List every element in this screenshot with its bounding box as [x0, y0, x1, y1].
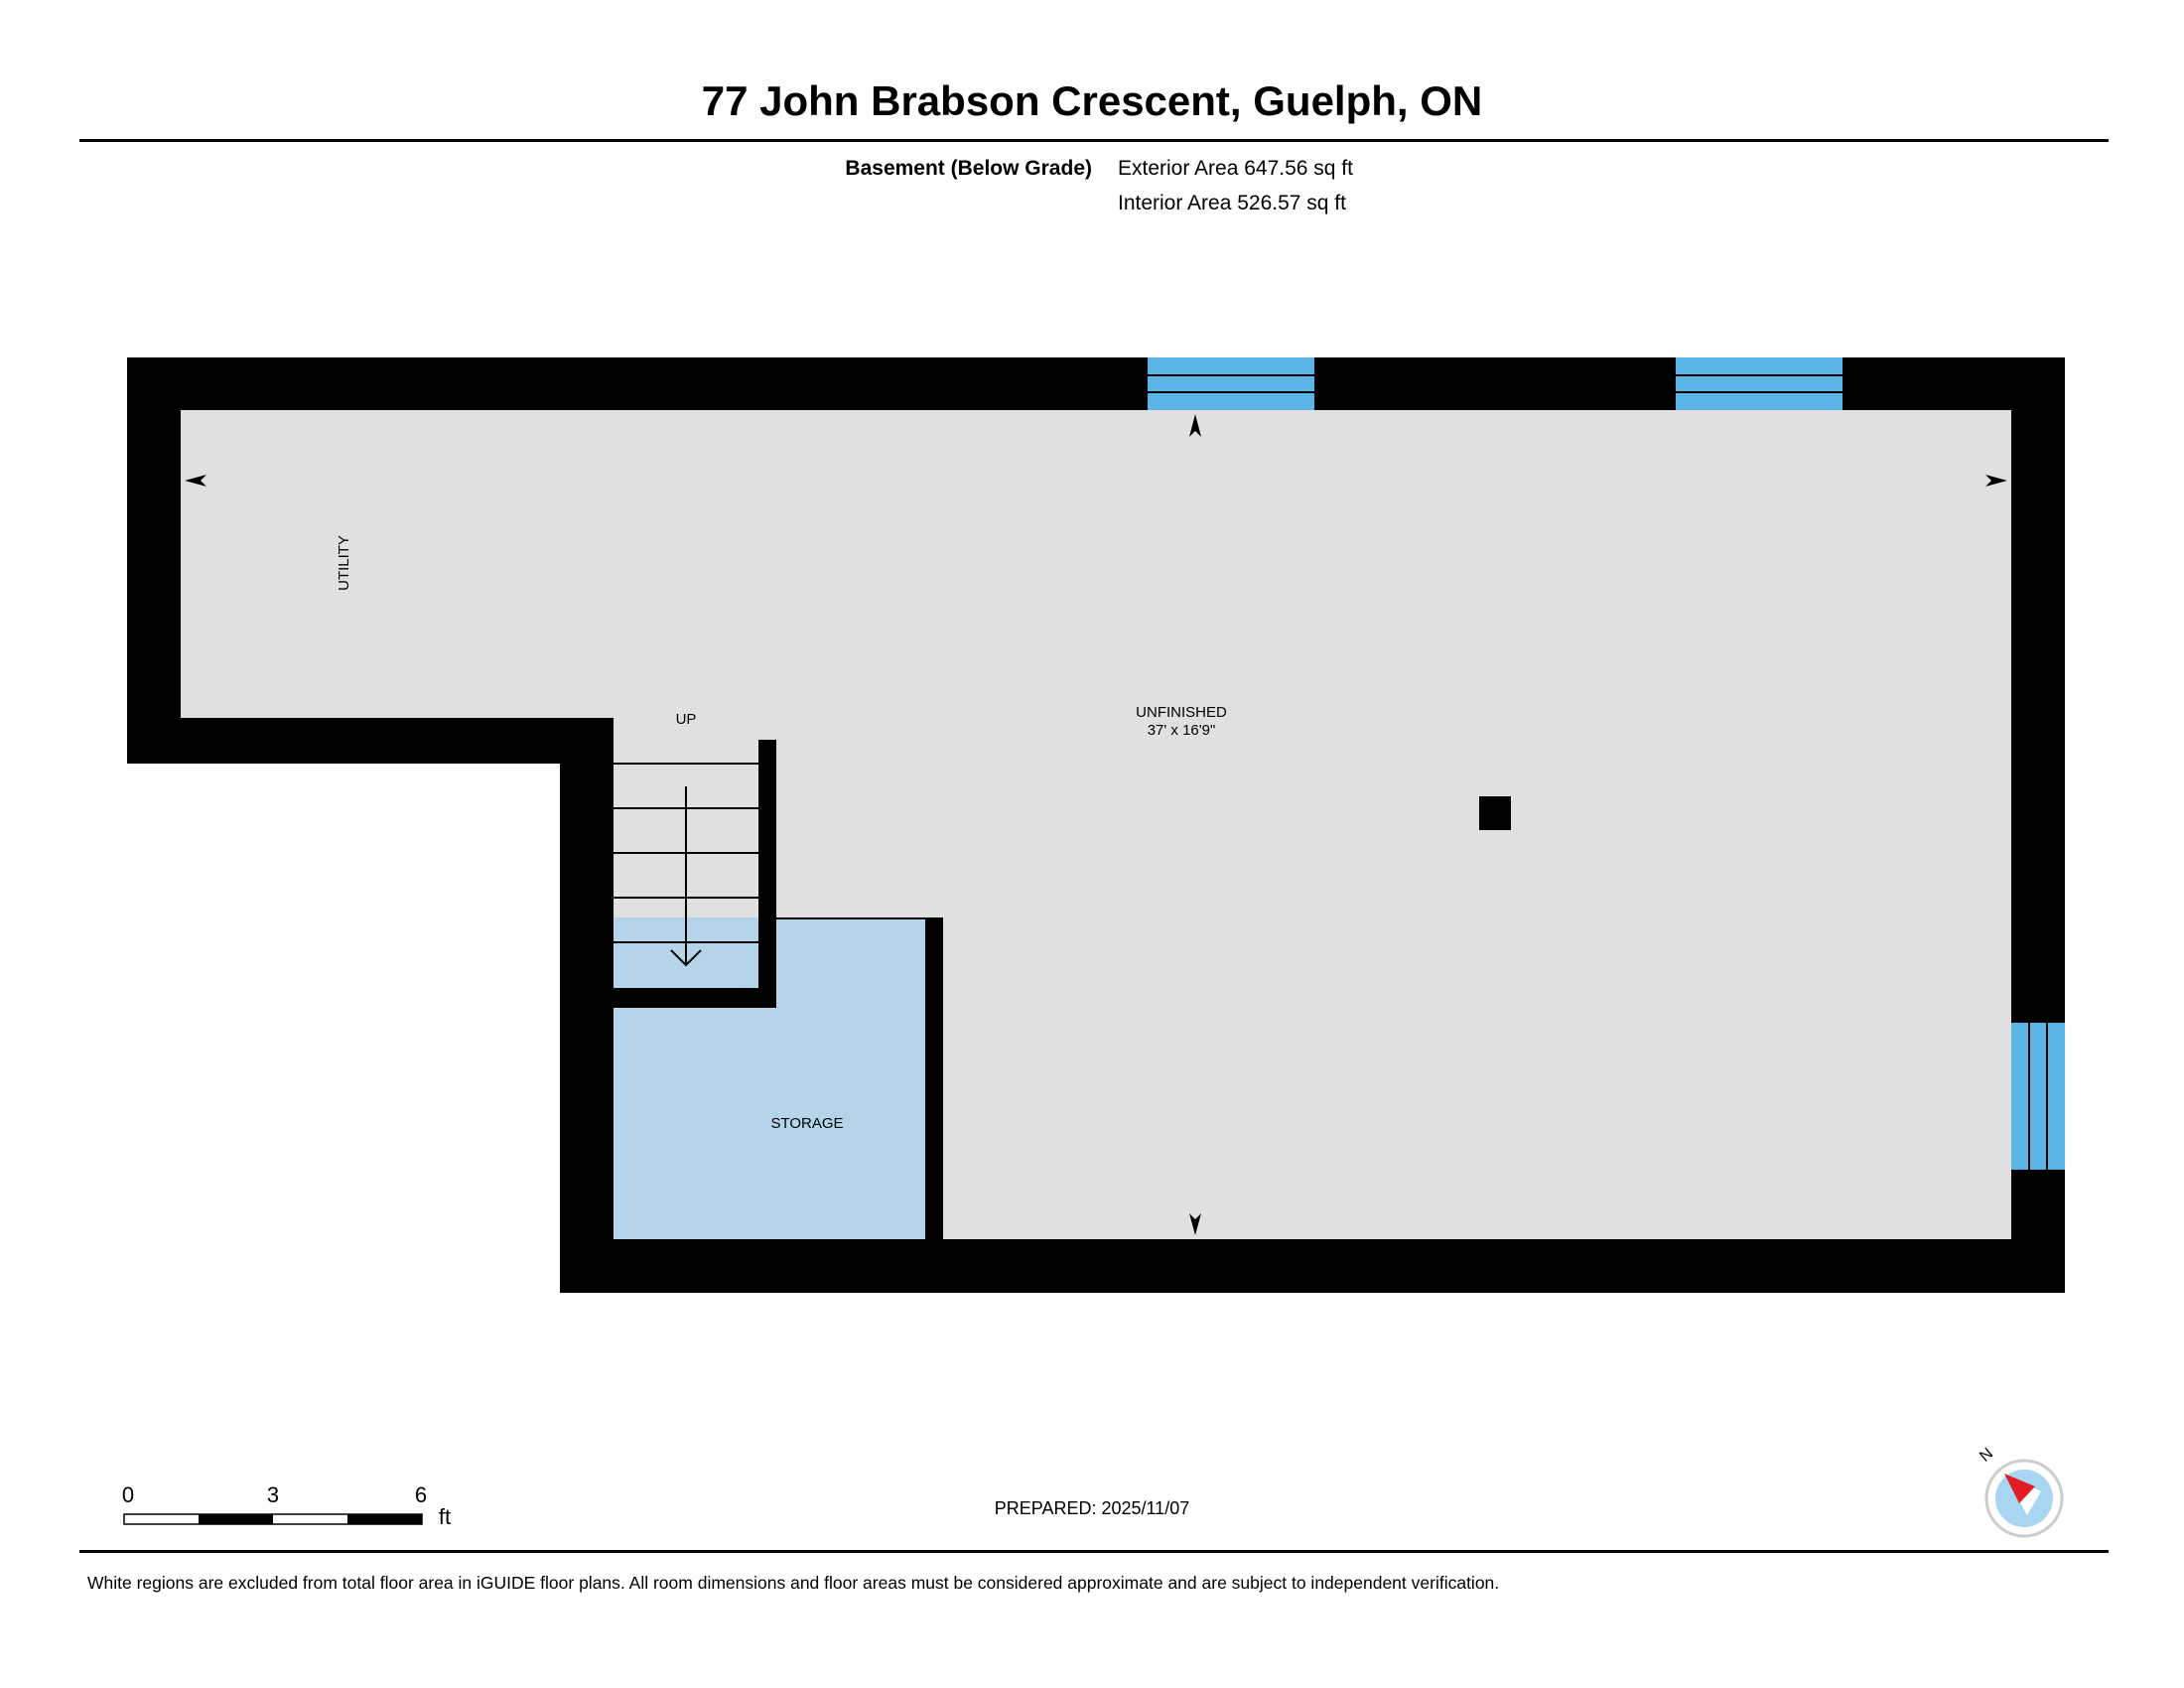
dimension-markers: [185, 414, 2007, 1235]
footer-divider: [79, 1550, 2109, 1553]
scale-label-6: 6: [415, 1482, 427, 1507]
scale-bar: 0 3 6 ft: [122, 1482, 451, 1529]
dimension-arrow-up-icon: [1189, 414, 1201, 437]
dimension-arrow-left-icon: [185, 475, 206, 487]
storage-wall-right: [925, 917, 943, 1239]
compass-north-label: N: [1977, 1445, 1996, 1465]
room-label-storage: STORAGE: [770, 1115, 843, 1132]
dimension-arrow-right-icon: [1985, 475, 2007, 487]
level-name: Basement (Below Grade): [845, 157, 1092, 180]
compass-icon: N: [1977, 1445, 2064, 1538]
room-dimensions-unfinished: 37' x 16'9": [1148, 722, 1216, 739]
exterior-area: Exterior Area 647.56 sq ft: [1118, 157, 1353, 180]
stair-wall-right: [758, 740, 776, 1008]
stair-wall-bottom: [614, 988, 776, 1008]
stair-arrow-icon: [670, 786, 702, 967]
room-label-utility: UTILITY: [336, 535, 352, 591]
prepared-date: PREPARED: 2025/11/07: [994, 1498, 1190, 1518]
stairs-label: UP: [676, 711, 697, 728]
window-top-2: [1676, 357, 1843, 410]
footer-disclaimer: White regions are excluded from total fl…: [87, 1573, 1500, 1593]
room-label-unfinished: UNFINISHED: [1136, 704, 1227, 721]
interior-area: Interior Area 526.57 sq ft: [1118, 192, 1346, 214]
page-title: 77 John Brabson Crescent, Guelph, ON: [701, 77, 1483, 124]
scale-label-0: 0: [122, 1482, 134, 1507]
floor-area: [181, 410, 2011, 1239]
support-column: [1479, 796, 1511, 830]
scale-unit: ft: [439, 1504, 451, 1529]
header-divider: [79, 139, 2109, 142]
scale-label-3: 3: [267, 1482, 279, 1507]
dimension-arrow-down-icon: [1189, 1213, 1201, 1235]
window-right: [2011, 1023, 2065, 1170]
storage-wall-top: [776, 917, 925, 919]
window-top-1: [1148, 357, 1314, 410]
